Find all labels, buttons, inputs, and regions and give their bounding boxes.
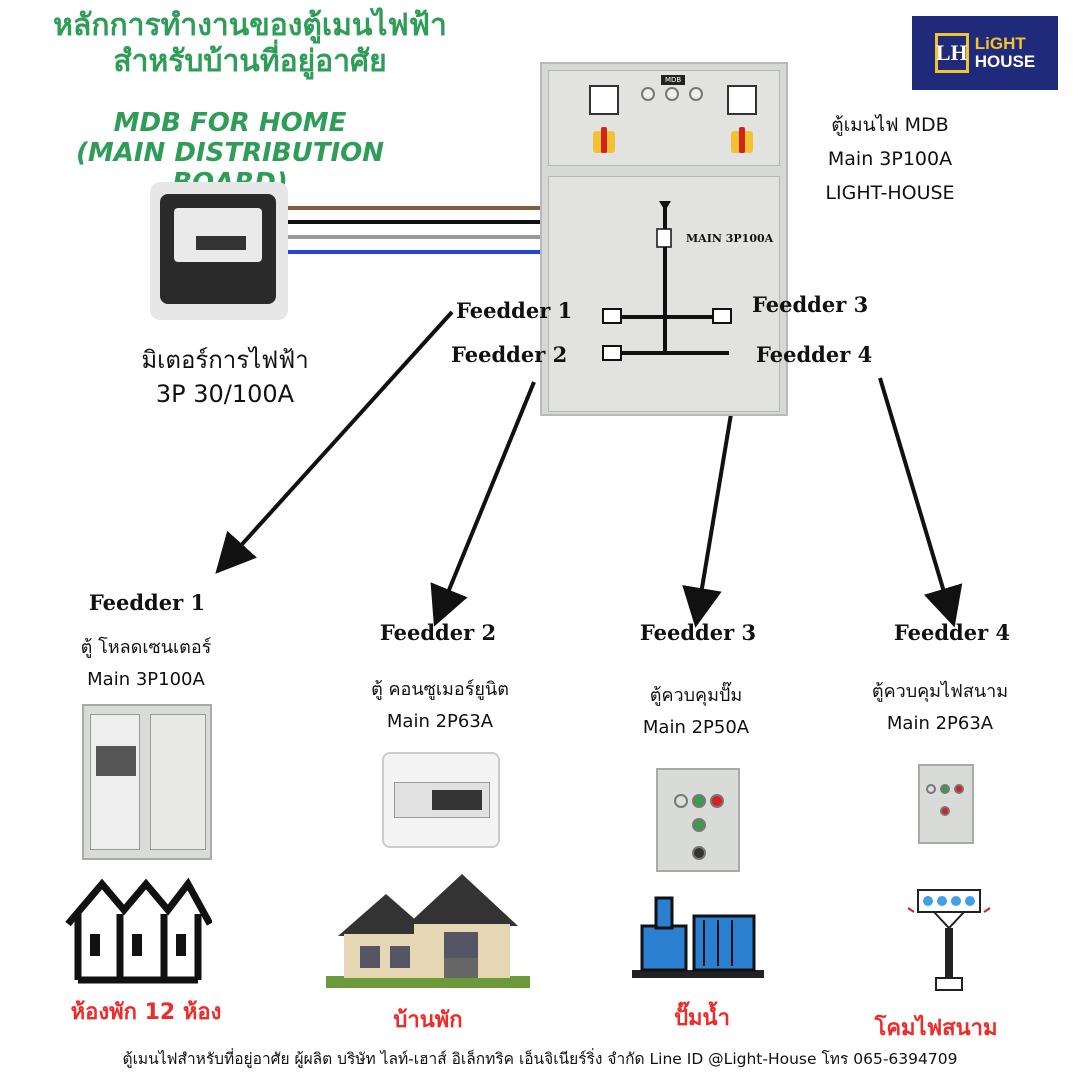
voltmeter-gauge-icon [727,85,757,115]
column-2-sub: ตู้ คอนซูเมอร์ยูนิต Main 2P63A [310,674,570,738]
arrow-feeder-2 [430,381,536,627]
column-3-sub: ตู้ควบคุมปั๊ม Main 2P50A [566,680,826,744]
logo-line-1: LiGHT [974,34,1026,53]
consumer-unit-image [382,752,500,848]
house-icon [326,874,530,988]
subtitle-line-1: MDB FOR HOME [113,108,347,138]
meter-label: มิเตอร์การไฟฟ้า 3P 30/100A [95,343,355,411]
column-4-sub-line-2: Main 2P63A [886,713,994,734]
logo-mark-icon: LH [934,33,969,73]
meter-label-line-1: มิเตอร์การไฟฟ้า [141,346,309,374]
selector-switch-icon [593,127,615,153]
column-3-head: Feedder 3 [639,620,757,645]
feeder-label-2: Feedder 2 [451,342,568,367]
column-4-caption: โคมไฟสนาม [874,1016,998,1041]
feeder-label-4: Feedder 4 [756,342,873,367]
indicator-lamp-icon [641,87,655,101]
column-1-caption: ห้องพัก 12 ห้อง [70,1000,222,1025]
column-3-sub-line-1: ตู้ควบคุมปั๊ม [649,685,743,706]
indicator-lamp-icon [665,87,679,101]
logo-text: LiGHT HOUSE [975,35,1035,71]
ammeter-gauge-icon [589,85,619,115]
apartment-building-icon [65,877,212,984]
arrow-feeder-1 [215,310,454,574]
column-2-caption: บ้านพัก [393,1008,463,1033]
column-2-sub-line-2: Main 2P63A [386,711,494,732]
water-pump-icon [632,896,764,978]
column-1-head: Feedder 1 [88,590,206,615]
floodlight-icon [907,889,991,991]
column-3-caption: ปั๊มน้ำ [674,1006,730,1031]
column-1-sub-line-2: Main 3P100A [87,669,205,690]
column-4-sub-line-1: ตู้ควบคุมไฟสนาม [871,681,1009,702]
footer-text: ตู้เมนไฟสำหรับที่อยู่อาศัย ผู้ผลิต บริษั… [122,1050,958,1068]
garden-light-control-panel-image [918,764,974,844]
mdb-desc-line-2: Main 3P100A [827,148,953,170]
column-4-sub: ตู้ควบคุมไฟสนาม Main 2P63A [810,676,1070,740]
mdb-description: ตู้เมนไฟ MDB Main 3P100A LIGHT-HOUSE [800,108,980,210]
arrow-feeder-4 [878,377,963,628]
column-3-sub-line-2: Main 2P50A [642,717,750,738]
column-1-sub: ตู้ โหลดเซนเตอร์ Main 3P100A [16,632,276,696]
feeder-label-1: Feedder 1 [456,298,573,323]
mdb-tag: MDB [661,75,686,85]
mdb-desc-line-1: ตู้เมนไฟ MDB [831,114,949,136]
load-center-panel-image [82,704,212,860]
column-1-sub-line-1: ตู้ โหลดเซนเตอร์ [80,637,212,658]
pump-control-panel-image [656,768,740,872]
mdb-cabinet-image: MDB [540,62,788,416]
page-title: หลักการทำงานของตู้เมนไฟฟ้า สำหรับบ้านที่… [53,8,447,79]
indicator-lamp-icon [689,87,703,101]
main-breaker-label: MAIN 3P100A [686,232,774,245]
electric-meter-image [150,182,288,320]
busbar-diagram [602,201,732,361]
feeder-label-3: Feedder 3 [752,292,869,317]
selector-switch-icon [731,127,753,153]
column-4-head: Feedder 4 [893,620,1011,645]
column-2-sub-line-1: ตู้ คอนซูเมอร์ยูนิต [371,679,509,700]
logo-line-2: HOUSE [974,52,1036,71]
mdb-desc-line-3: LIGHT-HOUSE [825,182,955,204]
meter-label-line-2: 3P 30/100A [155,380,295,408]
column-2-head: Feedder 2 [379,620,497,645]
light-house-logo: LH LiGHT HOUSE [912,16,1058,90]
